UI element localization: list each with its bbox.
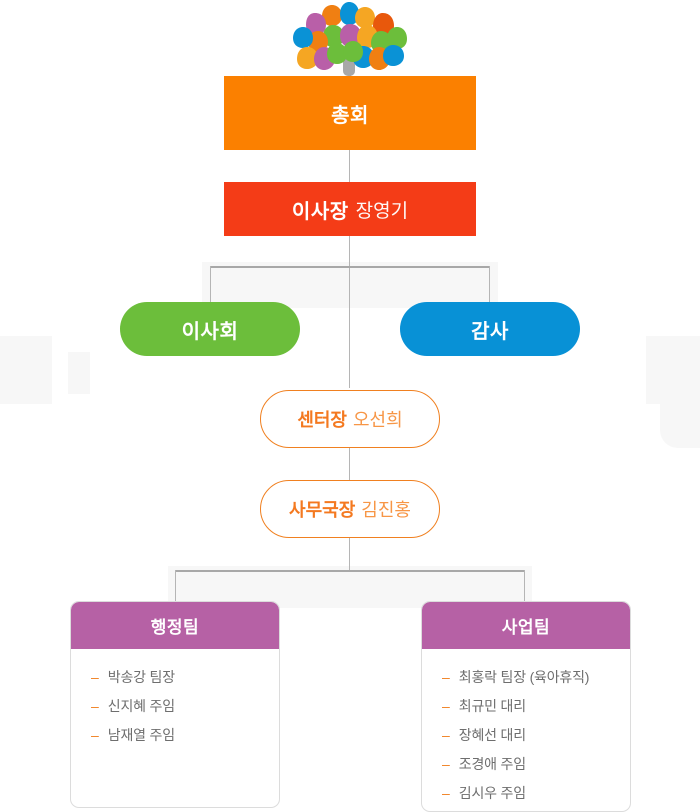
node-secretary-general[interactable]: 사무국장 김진홍 — [260, 480, 440, 538]
member-name: 장혜선 대리 — [458, 727, 526, 743]
node-center-head[interactable]: 센터장 오선희 — [260, 390, 440, 448]
branch-drop-board — [210, 266, 211, 304]
connector-secgen-to-teams — [349, 538, 350, 570]
dash-icon: – — [442, 727, 450, 743]
node-chairman-title: 이사장 — [291, 200, 349, 223]
node-assembly[interactable]: 총회 — [224, 76, 476, 150]
background-panel-right-2 — [660, 404, 700, 448]
node-secretary-general-person: 김진홍 — [361, 500, 411, 520]
node-center-head-title: 센터장 — [297, 410, 347, 430]
node-chairman-person: 장영기 — [355, 200, 409, 222]
node-board-of-directors[interactable]: 이사회 — [120, 302, 300, 356]
connector-chairman-to-center — [349, 236, 350, 388]
member-name: 조경애 주임 — [458, 756, 526, 772]
background-panel-right — [646, 336, 700, 404]
list-item: – 장혜선 대리 — [442, 725, 630, 745]
branch-horizontal-top — [210, 266, 490, 268]
list-item: – 최홍락 팀장 (육아휴직) — [442, 667, 630, 687]
background-panel-left — [0, 336, 52, 404]
team-business-header: 사업팀 — [422, 602, 630, 649]
dash-icon: – — [91, 727, 99, 743]
team-admin-member-list: – 박송강 팀장 – 신지혜 주임 – 남재열 주임 — [71, 649, 279, 764]
team-business-title: 사업팀 — [501, 618, 551, 637]
background-panel-left-2 — [68, 352, 90, 394]
branch-drop-business-team — [524, 570, 525, 602]
tree-logo-icon — [291, 1, 409, 76]
branch-horizontal-bottom — [175, 570, 525, 572]
member-name: 최홍락 팀장 (육아휴직) — [458, 669, 590, 685]
connector-center-to-secgen — [349, 448, 350, 480]
connector-assembly-to-chairman — [349, 150, 350, 182]
member-name: 최규민 대리 — [458, 698, 526, 714]
list-item: – 남재열 주임 — [91, 725, 279, 745]
list-item: – 김시우 주임 — [442, 783, 630, 803]
member-name: 신지혜 주임 — [107, 698, 175, 714]
list-item: – 조경애 주임 — [442, 754, 630, 774]
list-item: – 신지혜 주임 — [91, 696, 279, 716]
dash-icon: – — [442, 698, 450, 714]
node-board-title: 이사회 — [181, 320, 239, 343]
list-item: – 최규민 대리 — [442, 696, 630, 716]
dash-icon: – — [91, 669, 99, 685]
node-audit-title: 감사 — [471, 320, 509, 343]
team-business-member-list: – 최홍락 팀장 (육아휴직) – 최규민 대리 – 장혜선 대리 – 조경애 … — [422, 649, 630, 811]
member-name: 김시우 주임 — [458, 785, 526, 801]
dash-icon: – — [442, 669, 450, 685]
node-center-head-person: 오선희 — [353, 410, 403, 430]
team-card-business[interactable]: 사업팀 – 최홍락 팀장 (육아휴직) – 최규민 대리 – 장혜선 대리 – … — [421, 601, 631, 812]
member-name: 박송강 팀장 — [107, 669, 175, 685]
list-item: – 박송강 팀장 — [91, 667, 279, 687]
dash-icon: – — [442, 756, 450, 772]
background-panel-middle — [202, 262, 498, 308]
dash-icon: – — [91, 698, 99, 714]
node-secretary-general-title: 사무국장 — [289, 500, 356, 520]
team-admin-title: 행정팀 — [150, 618, 200, 637]
node-assembly-title: 총회 — [331, 104, 369, 127]
team-card-admin[interactable]: 행정팀 – 박송강 팀장 – 신지혜 주임 – 남재열 주임 — [70, 601, 280, 808]
node-chairman[interactable]: 이사장 장영기 — [224, 182, 476, 236]
dash-icon: – — [442, 785, 450, 801]
member-name: 남재열 주임 — [107, 727, 175, 743]
branch-drop-admin-team — [175, 570, 176, 602]
node-auditor[interactable]: 감사 — [400, 302, 580, 356]
team-admin-header: 행정팀 — [71, 602, 279, 649]
branch-drop-audit — [489, 266, 490, 304]
